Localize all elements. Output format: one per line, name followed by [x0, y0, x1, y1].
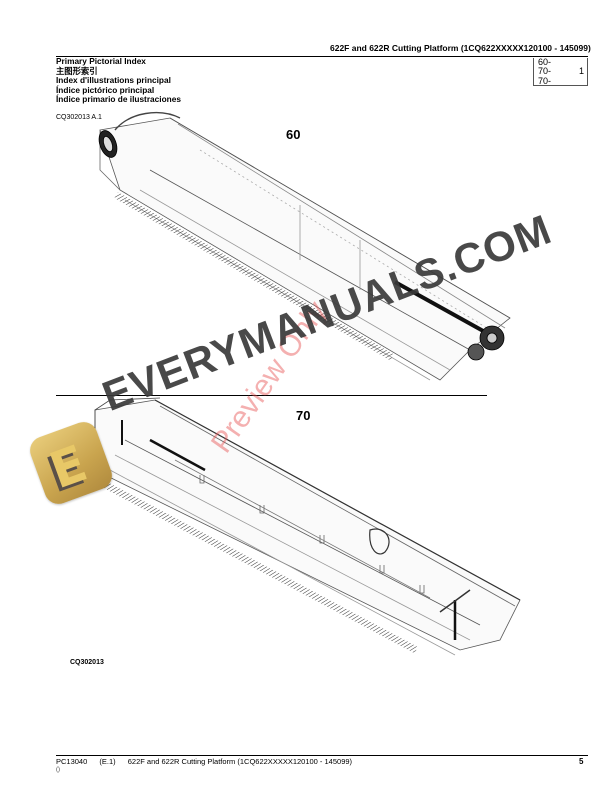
footer-rule — [56, 755, 588, 756]
page-number: 5 — [579, 757, 584, 766]
index-title-pt: Índice pictórico principal — [56, 84, 155, 95]
index-title-en: Primary Pictorial Index — [56, 56, 146, 66]
index-titles: Primary Pictorial Index 主图形索引 Index d'il… — [56, 56, 181, 105]
logo-letter: E — [42, 434, 95, 501]
index-title-zh: 主图形索引 — [56, 65, 98, 76]
index-code: CQ302013 A.1 — [56, 114, 102, 121]
page-ref-label: 70- — [538, 75, 552, 86]
page-ref-label: 70- — [538, 66, 552, 77]
footer-doc-id: PC13040 — [56, 757, 88, 766]
header-rule — [56, 56, 588, 57]
page-ref-row[interactable]: 60- — [534, 57, 587, 67]
platform-illustration-70[interactable] — [94, 397, 521, 656]
figure-label-70[interactable]: 70 — [296, 408, 311, 423]
header-title: 622F and 622R Cutting Platform (1CQ622XX… — [330, 43, 591, 53]
figure-label-60[interactable]: 60 — [286, 127, 301, 142]
page-ref-row[interactable]: 70- — [534, 75, 587, 86]
page-ref-label: 60- — [538, 57, 552, 67]
page-reference-box: 60- 70- 1 70- — [533, 57, 588, 86]
page-ref-value: 1 — [578, 66, 584, 77]
footer-sub: () — [56, 767, 60, 773]
footer-edition: (E.1) — [99, 757, 116, 766]
figure-code: CQ302013 — [70, 659, 104, 666]
index-title-es: Índice primario de ilustraciones — [56, 94, 181, 105]
footer-text: PC13040 (E.1) 622F and 622R Cutting Plat… — [56, 757, 362, 766]
page-ref-row[interactable]: 70- 1 — [534, 66, 587, 77]
index-title-fr: Index d'illustrations principal — [56, 75, 171, 86]
figure-separator — [56, 395, 487, 396]
platform-illustration-60[interactable] — [96, 111, 511, 381]
footer-title: 622F and 622R Cutting Platform (1CQ622XX… — [127, 757, 353, 766]
